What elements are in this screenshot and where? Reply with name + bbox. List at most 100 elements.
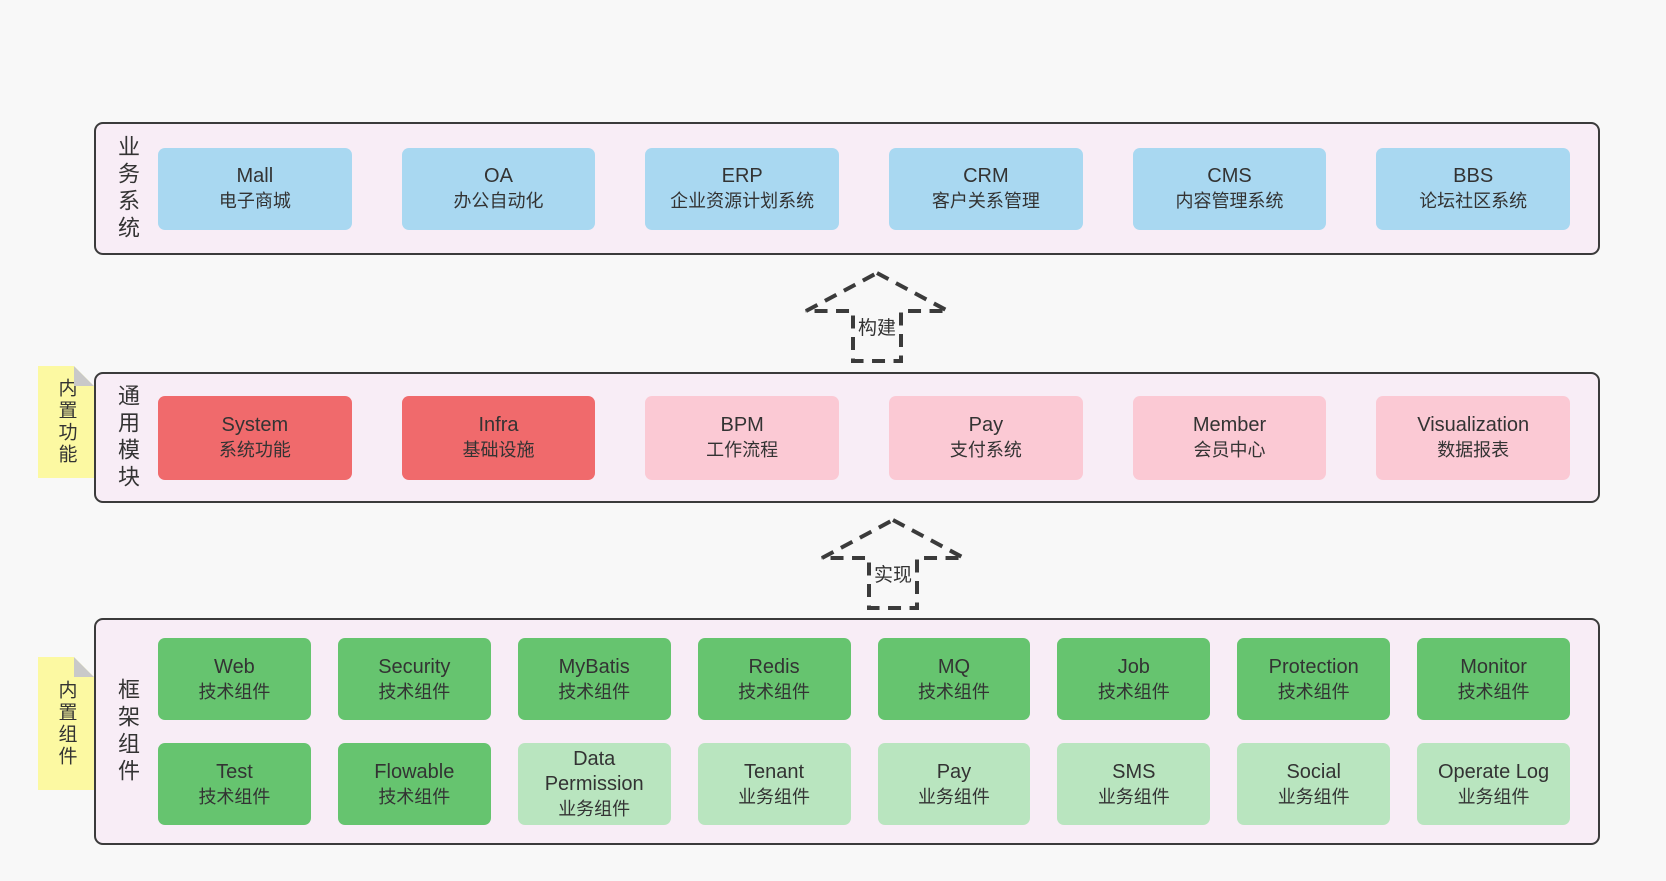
box-subtitle: 技术组件	[1097, 681, 1170, 702]
box-subtitle: 基础设施	[462, 440, 535, 460]
box-title: OA	[484, 165, 513, 187]
box-social: Social 业务组件	[1237, 743, 1391, 825]
box-title: Operate Log	[1437, 760, 1550, 783]
business-boxes: Mall 电子商城 OA 办公自动化 ERP 企业资源计划系统 CRM 客户关系…	[158, 147, 1571, 230]
box-title: System	[221, 414, 289, 436]
box-title: Redis	[748, 655, 800, 678]
box-mq: MQ 技术组件	[877, 638, 1031, 720]
box-title: Visualization	[1417, 414, 1530, 436]
note-text: 内置组件	[55, 679, 77, 768]
box-system: System 系统功能	[158, 395, 352, 480]
box-subtitle: 系统功能	[218, 440, 291, 460]
box-title: Monitor	[1460, 655, 1527, 678]
box-title: Job	[1117, 655, 1150, 678]
box-title: Flowable	[374, 760, 455, 783]
box-subtitle: 业务组件	[1277, 786, 1350, 807]
box-cms: CMS 内容管理系统	[1132, 147, 1327, 230]
box-subtitle: 技术组件	[198, 681, 271, 702]
box-visualization: Visualization 数据报表	[1376, 395, 1571, 480]
box-subtitle: 会员中心	[1193, 440, 1266, 460]
box-title: BBS	[1453, 165, 1494, 187]
box-mybatis: MyBatis 技术组件	[517, 638, 671, 720]
layer-common-modules: 通用模块 System 系统功能 Infra 基础设施 BPM 工作流程 Pay…	[94, 372, 1600, 503]
box-erp: ERP 企业资源计划系统	[645, 147, 840, 230]
arrow-build-label: 构建	[857, 318, 896, 339]
box-operate-log: Operate Log 业务组件	[1417, 743, 1570, 825]
box-bbs: BBS 论坛社区系统	[1376, 147, 1571, 230]
box-subtitle: 内容管理系统	[1175, 191, 1284, 211]
box-title: CMS	[1207, 165, 1252, 187]
box-subtitle: 企业资源计划系统	[670, 191, 815, 211]
box-subtitle: 技术组件	[558, 681, 631, 702]
box-subtitle: 客户关系管理	[931, 191, 1040, 211]
box-tenant: Tenant 业务组件	[697, 743, 851, 825]
box-flowable: Flowable 技术组件	[337, 743, 491, 825]
box-monitor: Monitor 技术组件	[1417, 638, 1570, 720]
box-subtitle: 业务组件	[1457, 786, 1530, 807]
dashed-up-arrow-implement: 实现	[820, 517, 966, 611]
box-title: Pay	[968, 414, 1004, 436]
box-title: ERP	[721, 165, 763, 187]
box-subtitle: 技术组件	[378, 681, 451, 702]
arrow-implement-label: 实现	[873, 565, 912, 586]
box-subtitle: 业务组件	[558, 799, 631, 819]
box-subtitle: 技术组件	[1277, 681, 1350, 702]
box-title: Mall	[236, 165, 274, 187]
layer-side-label: 业务系统	[115, 134, 140, 243]
box-title: SMS	[1112, 760, 1156, 783]
box-job: Job 技术组件	[1057, 638, 1211, 720]
box-subtitle: 支付系统	[949, 440, 1022, 460]
box-subtitle: 技术组件	[738, 681, 811, 702]
box-protection: Protection 技术组件	[1237, 638, 1391, 720]
box-title: CRM	[963, 165, 1009, 187]
layer-framework-components: 框架组件 Web 技术组件 Security 技术组件 MyBatis 技术组件…	[94, 618, 1600, 845]
box-redis: Redis 技术组件	[697, 638, 851, 720]
box-pay-component: Pay 业务组件	[877, 743, 1031, 825]
box-subtitle: 业务组件	[917, 786, 990, 807]
framework-row-1: Web 技术组件 Security 技术组件 MyBatis 技术组件 Redi…	[158, 638, 1570, 720]
sticky-note-builtin-features: 内置功能	[38, 366, 94, 478]
box-title: Data Permission	[544, 748, 644, 795]
up-arrow-icon	[805, 270, 949, 363]
box-title: MyBatis	[558, 655, 630, 678]
box-title: Tenant	[744, 760, 805, 783]
box-bpm: BPM 工作流程	[645, 395, 840, 480]
layer-side-label: 通用模块	[115, 383, 140, 492]
note-fold-corner-icon	[74, 366, 94, 386]
box-subtitle: 技术组件	[378, 786, 451, 807]
box-subtitle: 业务组件	[738, 786, 811, 807]
box-title: BPM	[720, 414, 764, 436]
box-test: Test 技术组件	[158, 743, 311, 825]
box-subtitle: 业务组件	[1097, 786, 1170, 807]
box-oa: OA 办公自动化	[401, 147, 596, 230]
box-security: Security 技术组件	[337, 638, 491, 720]
box-data-permission: Data Permission 业务组件	[517, 743, 671, 825]
box-pay-module: Pay 支付系统	[889, 395, 1083, 480]
box-subtitle: 电子商城	[218, 191, 291, 211]
box-title: Security	[378, 655, 451, 678]
layer-business-systems: 业务系统 Mall 电子商城 OA 办公自动化 ERP 企业资源计划系统 CRM…	[94, 122, 1600, 255]
framework-row-2: Test 技术组件 Flowable 技术组件 Data Permission …	[158, 743, 1570, 825]
box-subtitle: 技术组件	[1457, 681, 1530, 702]
box-sms: SMS 业务组件	[1057, 743, 1211, 825]
box-subtitle: 数据报表	[1437, 440, 1510, 460]
box-title: Social	[1286, 760, 1341, 783]
box-subtitle: 办公自动化	[453, 191, 544, 211]
box-title: Member	[1192, 414, 1267, 436]
box-member: Member 会员中心	[1132, 395, 1327, 480]
box-subtitle: 论坛社区系统	[1419, 191, 1528, 211]
framework-boxes: Web 技术组件 Security 技术组件 MyBatis 技术组件 Redi…	[158, 638, 1570, 825]
box-subtitle: 技术组件	[917, 681, 990, 702]
note-text: 内置功能	[55, 378, 77, 466]
layer-side-label: 框架组件	[115, 677, 140, 786]
box-subtitle: 工作流程	[706, 440, 779, 460]
sticky-note-builtin-components: 内置组件	[38, 657, 94, 790]
box-infra: Infra 基础设施	[401, 395, 596, 480]
box-title: Test	[216, 760, 253, 783]
dashed-up-arrow-build: 构建	[804, 270, 950, 364]
box-title: Infra	[478, 414, 519, 436]
box-title: Web	[214, 655, 255, 678]
note-fold-corner-icon	[74, 657, 94, 677]
box-subtitle: 技术组件	[198, 786, 271, 807]
